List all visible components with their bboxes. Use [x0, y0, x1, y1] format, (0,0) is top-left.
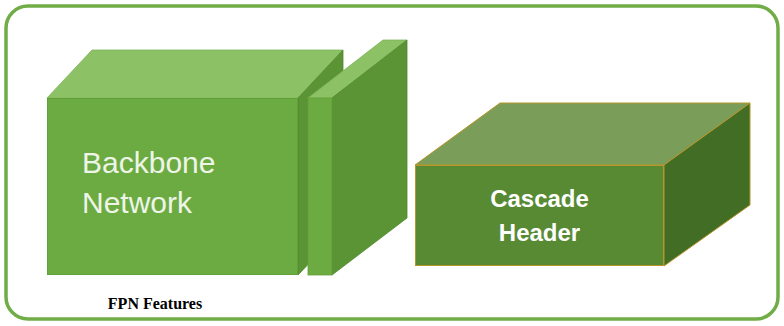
outer-frame [6, 6, 778, 319]
slab-front-face [308, 98, 332, 275]
block-box: Backbone Network [47, 98, 298, 275]
block-label: Backbone Network [82, 143, 257, 223]
cube-top-face [47, 50, 343, 98]
slab-side-face [332, 40, 407, 275]
block-label: Cascade Header [470, 182, 610, 250]
caption-label: FPN Features [108, 295, 202, 313]
block-box: Cascade Header [415, 165, 664, 266]
box-side-face [664, 103, 750, 266]
